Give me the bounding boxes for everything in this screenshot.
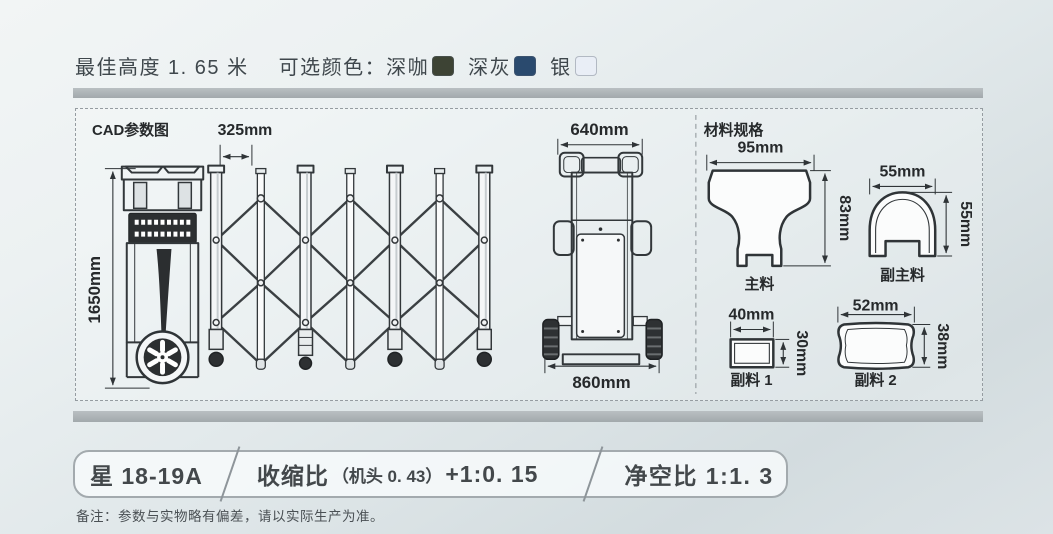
front-wheels xyxy=(542,318,663,361)
clearance-ratio: 净空比 1:1. 3 xyxy=(624,463,774,489)
dim-submain-height: 55mm xyxy=(957,201,974,247)
dim-sub2-width: 52mm xyxy=(853,298,899,315)
shrink-ratio-head: （机头 0. 43） xyxy=(331,466,443,486)
gate-motor-head xyxy=(120,165,205,385)
color-swatch-dark-gray xyxy=(514,55,537,76)
cad-diagram-panel: CAD参数图 材料规格 1650mm 325mm xyxy=(75,108,983,401)
color-swatch-dark-coffee xyxy=(432,55,455,76)
dim-submain-width: 55mm xyxy=(879,164,925,181)
best-height-text: 最佳高度 1. 65 米 xyxy=(75,57,249,79)
lattice-pivots xyxy=(212,194,489,327)
head-wheel xyxy=(135,330,190,385)
cad-panel-title: CAD参数图 xyxy=(92,121,169,139)
color-options-label: 可选颜色： xyxy=(278,57,387,79)
dim-sub1-height: 30mm xyxy=(793,330,810,376)
dim-sub1-width: 40mm xyxy=(729,307,775,324)
slash-divider xyxy=(219,446,241,502)
color-name-dark-gray: 深灰 xyxy=(468,57,512,79)
slash-divider xyxy=(583,446,604,502)
gate-main-posts xyxy=(207,164,494,370)
spec-summary-pill: 星 18-19A 收缩比 （机头 0. 43） +1:0. 15 净空比 1:1… xyxy=(73,446,788,502)
dim-front-top-width: 640mm xyxy=(570,120,628,139)
dim-main-width: 95mm xyxy=(737,140,783,157)
dim-front-base-width: 860mm xyxy=(572,373,630,392)
divider-bar-bottom xyxy=(73,411,983,422)
dim-sub2-height: 38mm xyxy=(934,323,951,369)
footnote-text: 备注：参数与实物略有偏差，请以实际生产为准。 xyxy=(76,509,384,524)
material-main-profile: 95mm 83mm 主料 xyxy=(706,140,853,293)
top-info-row: 最佳高度 1. 65 米 可选颜色： 深咖 深灰 银 xyxy=(75,51,611,80)
material-submain-profile: 55mm 55mm 副主料 xyxy=(868,164,974,284)
model-number: 星 18-19A xyxy=(90,463,203,489)
material-sub1-profile: 40mm 30mm 副料 1 xyxy=(729,307,811,390)
divider-bar-top xyxy=(73,88,983,98)
materials-title: 材料规格 xyxy=(704,121,765,139)
dim-main-height: 83mm xyxy=(836,195,853,241)
material-sub2-profile: 52mm 38mm 副料 2 xyxy=(837,298,951,389)
gate-front-view: 640mm xyxy=(542,120,663,392)
cad-drawing: CAD参数图 材料规格 1650mm 325mm xyxy=(85,114,974,395)
shrink-ratio-value: +1:0. 15 xyxy=(445,460,539,487)
gate-side-view: 1650mm 325mm xyxy=(85,122,494,389)
material-submain-label: 副主料 xyxy=(880,266,925,284)
shrink-ratio-label: 收缩比 xyxy=(256,463,329,489)
color-name-silver: 银 xyxy=(550,57,572,79)
material-sub2-label: 副料 2 xyxy=(855,371,897,389)
color-name-dark-coffee: 深咖 xyxy=(386,57,430,79)
gate-slim-poles xyxy=(255,167,446,370)
dim-gate-height: 1650mm xyxy=(85,256,104,324)
shrink-ratio: 收缩比 （机头 0. 43） +1:0. 15 xyxy=(257,457,539,491)
dim-post-spacing: 325mm xyxy=(218,122,273,139)
color-swatch-silver xyxy=(574,55,597,76)
material-main-label: 主料 xyxy=(745,275,775,293)
material-sub1-label: 副料 1 xyxy=(730,371,772,389)
